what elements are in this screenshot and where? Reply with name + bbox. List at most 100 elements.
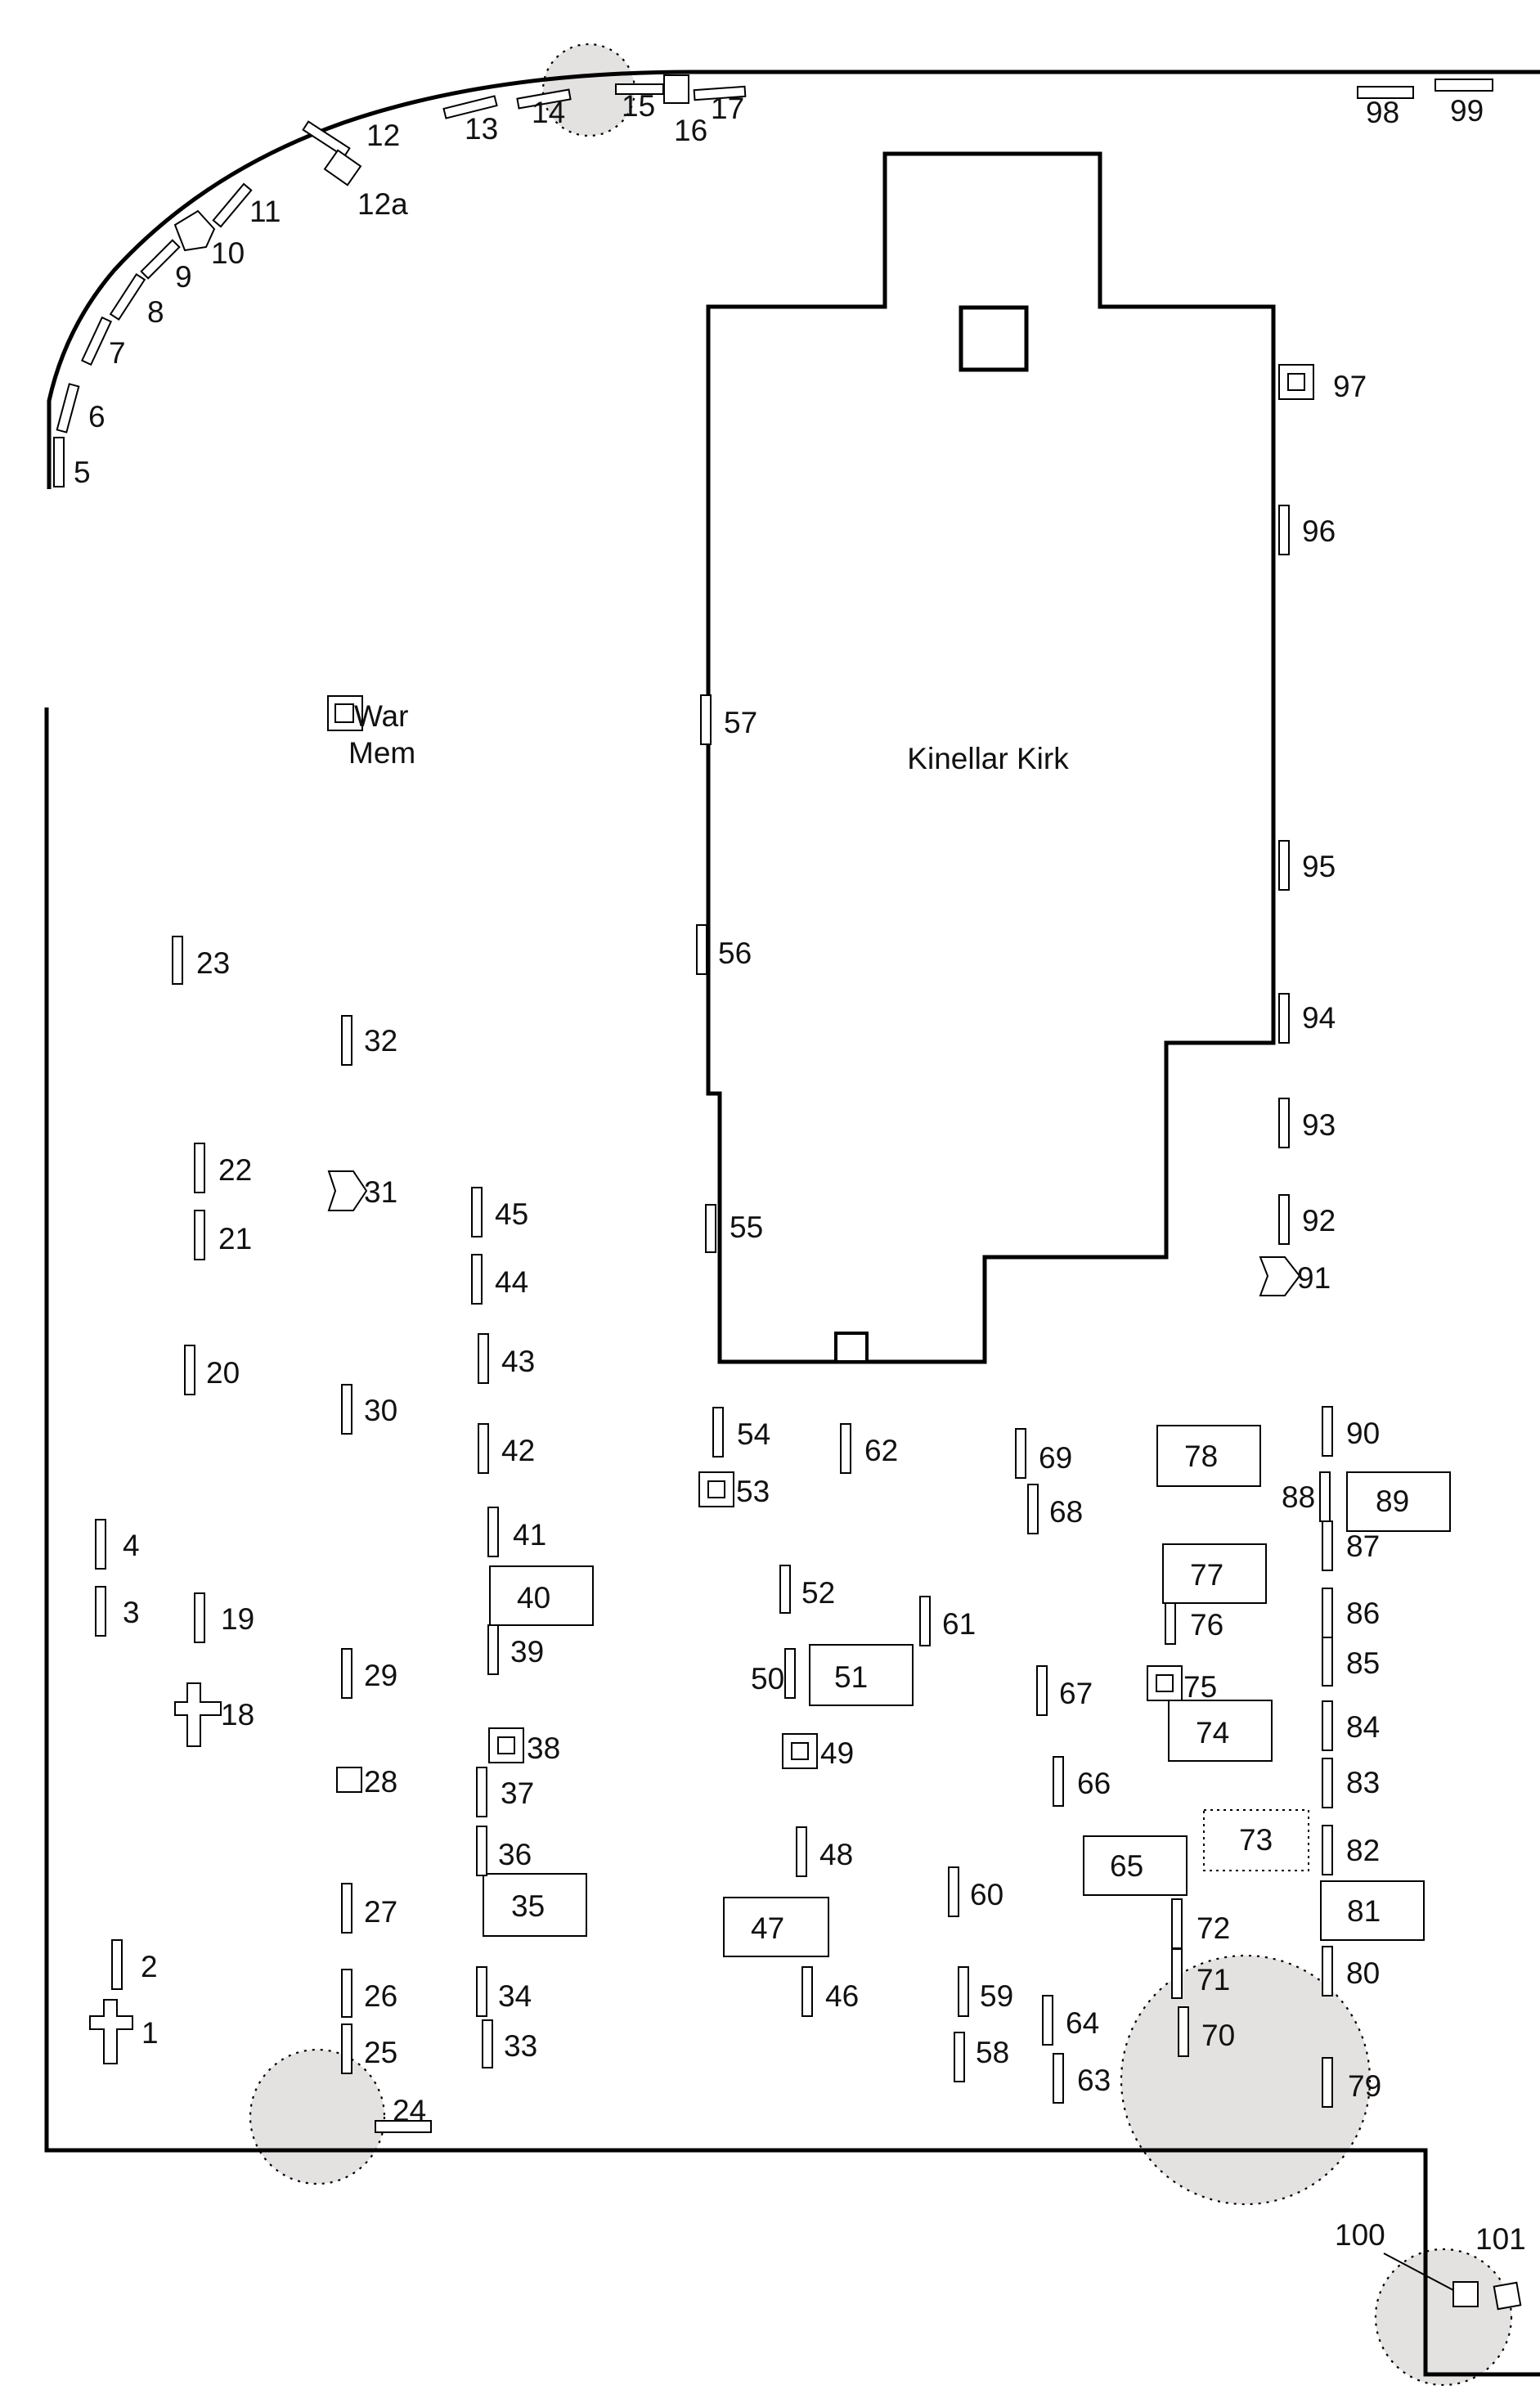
grave-marker [476,1966,487,2017]
plot-label-38: 38 [527,1731,560,1765]
plot-label-69: 69 [1039,1441,1072,1475]
grave-marker [1156,1674,1174,1692]
grave-marker [53,437,65,487]
grave-marker [1322,1700,1333,1751]
grave-marker [1259,1256,1301,1296]
plot-label-70: 70 [1201,2019,1235,2052]
plot-label-62: 62 [864,1434,898,1467]
grave-marker [1322,1406,1333,1457]
grave-marker [483,1873,587,1937]
grave-marker [1042,1995,1053,2046]
plot-label-99: 99 [1450,94,1484,128]
grave-marker [1319,1471,1331,1522]
grave-marker [327,1170,368,1211]
plot-label-73: 73 [1239,1823,1273,1857]
grave-marker [1036,1665,1048,1716]
plot-label-25: 25 [364,2036,397,2069]
grave-marker [1278,993,1290,1044]
plot-label-74: 74 [1196,1716,1229,1749]
grave-marker [1357,86,1414,99]
plot-label-52: 52 [801,1576,835,1610]
kirk-tower [959,305,1029,372]
grave-marker [1322,1758,1333,1808]
war-memorial-labels: War Mem [348,699,415,770]
plot-label-16: 16 [674,114,707,147]
war-memorial-label-line2: Mem [348,736,415,770]
plot-label-89: 89 [1376,1484,1409,1518]
grave-marker [1287,373,1305,391]
grave-marker [700,694,712,745]
grave-marker [1162,1543,1267,1604]
kirk-porch [834,1332,869,1363]
grave-marker [478,1333,489,1384]
plot-label-42: 42 [501,1434,535,1467]
grave-marker [80,316,113,366]
grave-marker [516,88,572,110]
grave-marker [1171,1898,1183,1949]
plot-label-7: 7 [109,336,126,370]
grave-marker [323,149,362,186]
plot-label-40: 40 [517,1581,550,1615]
war-memorial-label-line1: War [354,699,408,733]
grave-marker [1278,1194,1290,1245]
grave-marker [1083,1835,1188,1896]
plot-label-49: 49 [820,1736,854,1770]
plot-label-75: 75 [1183,1670,1217,1704]
grave-marker [341,2023,352,2074]
grave-marker [705,1204,716,1253]
grave-marker [791,1742,809,1760]
plot-label-47: 47 [751,1911,784,1945]
grave-marker [801,1966,813,2017]
grave-marker [194,1143,205,1193]
plot-label-57: 57 [724,706,757,739]
plot-label-95: 95 [1302,850,1336,883]
plot-label-35: 35 [511,1889,545,1923]
grave-marker [1171,1948,1183,1999]
plot-label-12a: 12a [357,187,408,221]
plot-label-10: 10 [211,236,245,270]
plot-label-50: 50 [751,1662,784,1696]
plot-label-83: 83 [1346,1766,1380,1799]
plot-label-20: 20 [206,1356,240,1390]
grave-marker [948,1866,959,1917]
plot-label-79: 79 [1348,2069,1381,2103]
grave-marker [482,2019,493,2068]
grave-marker-dotted [1203,1809,1309,1871]
plot-label-59: 59 [980,1979,1013,2013]
plot-label-44: 44 [495,1265,528,1299]
grave-marker [796,1826,807,1877]
plot-label-72: 72 [1197,1911,1230,1945]
grave-marker [489,1565,594,1626]
plot-label-17: 17 [711,92,744,125]
plot-label-24: 24 [393,2094,426,2127]
grave-marker [1322,1588,1333,1638]
plot-label-68: 68 [1049,1495,1083,1529]
plot-label-32: 32 [364,1024,397,1058]
plot-label-63: 63 [1077,2064,1111,2097]
grave-marker [497,1736,515,1754]
cross-marker [89,1999,133,2064]
plot-label-56: 56 [718,936,752,970]
plot-label-76: 76 [1190,1608,1223,1642]
plot-label-88: 88 [1282,1480,1315,1514]
plot-label-87: 87 [1346,1529,1380,1563]
plot-label-26: 26 [364,1979,397,2013]
grave-marker [341,1648,352,1699]
grave-marker [109,273,146,321]
grave-marker [194,1592,205,1643]
grave-marker [1322,1825,1333,1875]
plot-label-45: 45 [495,1197,528,1231]
grave-marker [919,1596,931,1646]
church-label: Kinellar Kirk [907,742,1069,775]
plot-label-33: 33 [504,2029,537,2063]
plot-label-43: 43 [501,1345,535,1378]
plot-label-39: 39 [510,1635,544,1669]
grave-marker [476,1767,487,1817]
grave-marker [341,1384,352,1435]
plot-label-55: 55 [730,1210,763,1244]
plot-label-92: 92 [1302,1204,1336,1237]
grave-marker [779,1565,791,1614]
plot-label-5: 5 [74,456,91,489]
plot-label-86: 86 [1346,1597,1380,1630]
